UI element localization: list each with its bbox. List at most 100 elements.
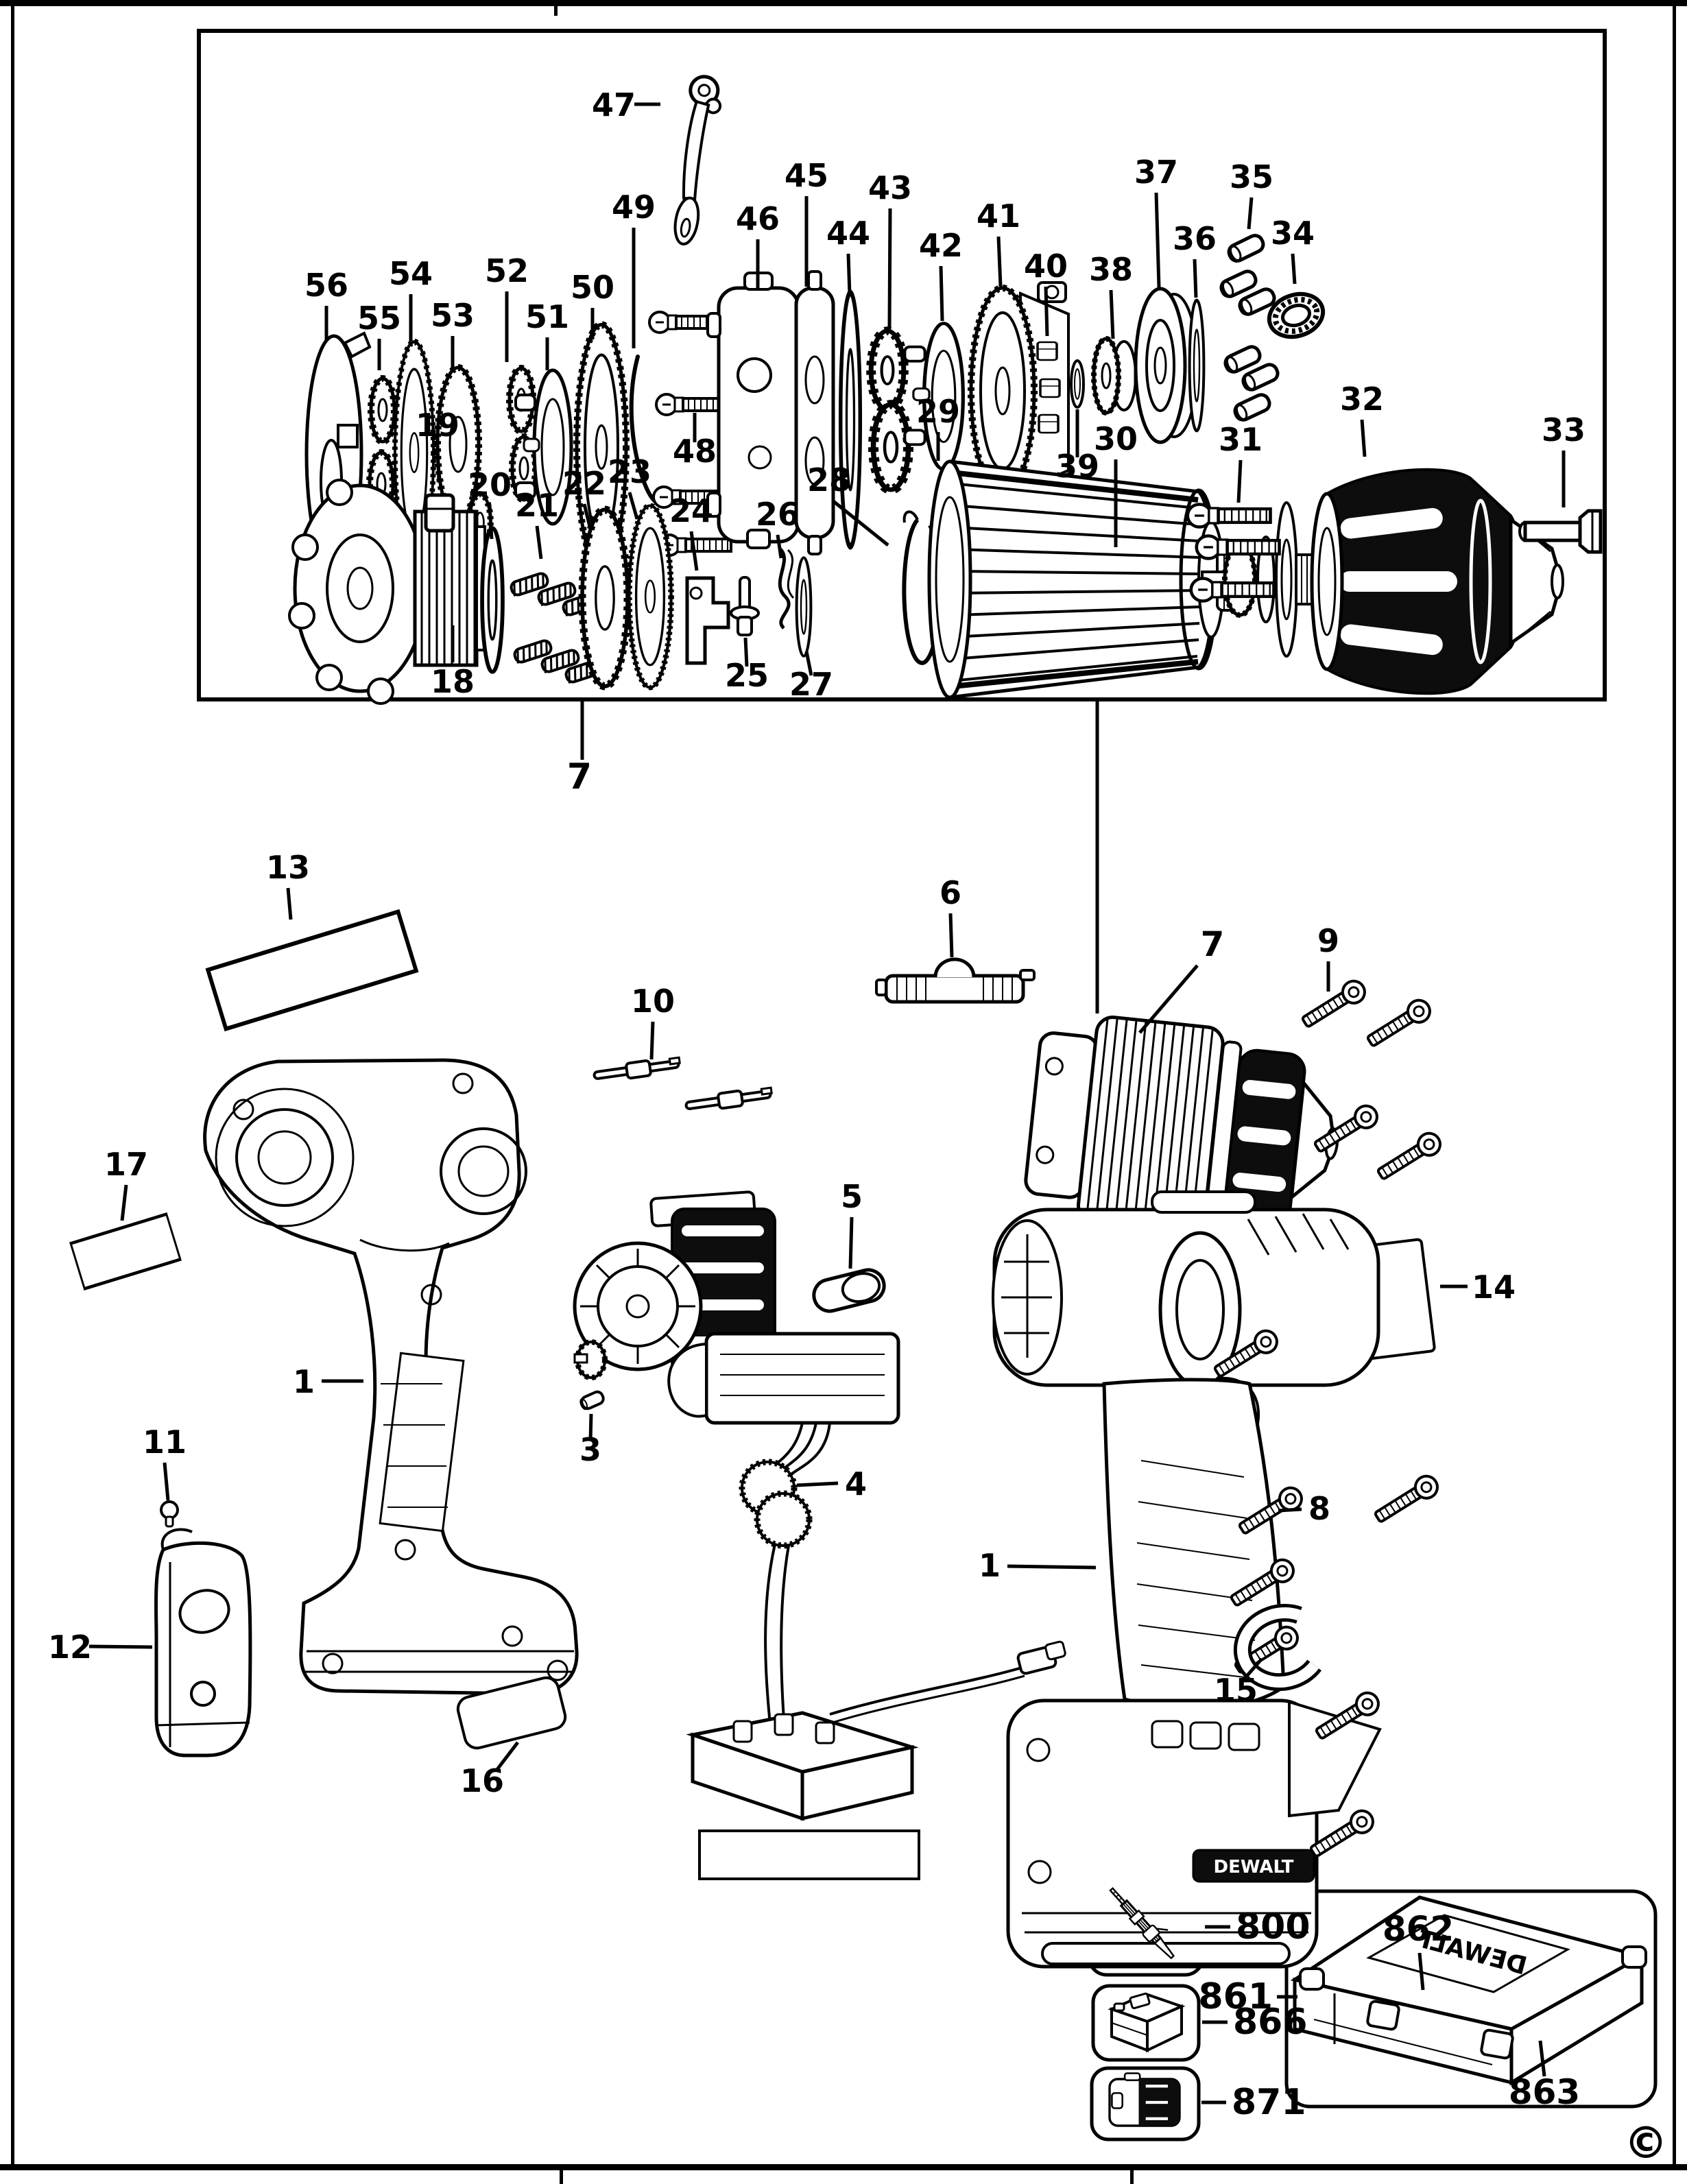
leader-13-40 [286,887,293,920]
part-label-11: 11 [143,1424,187,1461]
leader-1-52 [1007,1564,1097,1570]
part-label-863: 863 [1509,2072,1580,2112]
frame-bar-6 [1673,3,1676,2167]
leader-28-32 [831,499,889,547]
part-label-37: 37 [1134,154,1178,191]
part-9-screw-b [1363,994,1435,1053]
part-5-button [811,1267,887,1315]
leader-11-53 [163,1462,170,1501]
frame-bar-1 [554,6,558,16]
frame-bar-5 [11,3,14,2167]
part-17-label [71,1214,180,1289]
leader-35-21 [1247,197,1254,230]
leader-32-37 [1360,419,1367,457]
leader-21-25 [535,525,543,560]
part-20-washer [482,528,503,672]
leader-38-18 [1109,289,1115,339]
leader-31-36 [1236,459,1243,503]
leader-4-50 [796,1481,839,1487]
leader-22-26 [582,503,593,530]
leader-3-49 [588,1413,593,1441]
part-40-block-c [1038,413,1060,434]
part-11-screw [160,1500,179,1528]
part-label-7: 7 [1201,924,1225,964]
part-label-871: 871 [1232,2082,1306,2123]
part-label-34: 34 [1271,215,1315,252]
part-24-spindle-lock [687,578,728,663]
part-label-54: 54 [389,255,433,292]
leader-20-24 [488,505,494,540]
frame-bar-0 [0,0,1687,6]
part-43-gear-b [874,405,909,490]
part-label-52: 52 [485,252,529,289]
part-1-housing-left [205,1060,577,1694]
part-label-44: 44 [826,215,870,252]
part-55-pinion-a [371,379,394,442]
part-10-rod-b [684,1085,774,1115]
part-label-24: 24 [669,492,713,529]
copyright-symbol: © [1624,2118,1668,2169]
part-871-battery [1110,2074,1180,2126]
part-label-1: 1 [293,1363,315,1400]
part-8-screw-c [1370,1470,1443,1528]
part-40-block-a [1036,341,1058,361]
part-26-wave-washer [780,549,793,628]
part-label-12: 12 [48,1629,92,1666]
part-label-29: 29 [916,393,960,430]
part-6-selector [876,959,1034,1002]
part-label-56: 56 [304,267,348,304]
leader-863-62 [1538,2040,1546,2077]
part-31-screw-c [1191,579,1274,601]
part-label-866: 866 [1233,2002,1308,2043]
leader-17-41 [120,1184,128,1221]
leader-12-54 [88,1644,153,1649]
leader-43-13 [887,208,892,328]
leader-24-28 [689,531,699,571]
part-label-51: 51 [525,298,569,335]
part-4-switch-assembly [669,1334,1066,1879]
leader-34-22 [1291,253,1297,285]
leader-44-12 [846,253,852,296]
part-label-32: 32 [1340,381,1384,418]
part-label-41: 41 [977,197,1020,235]
part-label-3: 3 [579,1431,601,1468]
part-12-belt-clip [156,1529,250,1755]
part-label-40: 40 [1024,248,1068,285]
frame-bar-3 [560,2170,563,2184]
part-label-26: 26 [756,496,800,533]
leader-25-29 [743,637,749,667]
part-label-55: 55 [357,300,401,337]
leader-10-42 [649,1021,655,1060]
leader-36-20 [1193,259,1198,298]
part-32-chuck [1312,470,1563,694]
frame-bar-2 [0,2164,1687,2170]
part-label-46: 46 [736,200,780,237]
part-label-800: 800 [1236,1906,1311,1947]
part-10-rod-a [592,1055,682,1085]
part-label-47: 47 [592,86,636,123]
part-22-clutch-gear [582,509,627,686]
leader-26-30 [776,534,783,559]
gearbox-parts-box [197,29,1607,701]
part-label-50: 50 [571,269,614,306]
part-9-screw-d [1373,1127,1446,1186]
part-label-19: 19 [416,407,459,444]
part-label-48: 48 [673,433,717,470]
part-label-39: 39 [1055,448,1099,485]
part-13-label [208,912,416,1029]
part-label-10: 10 [631,983,675,1020]
part-label-861: 861 [1198,1976,1273,2017]
part-label-20: 20 [468,466,512,503]
part-label-43: 43 [868,169,912,206]
part-36-washer [1190,300,1204,431]
part-40-block-b [1039,378,1061,398]
part-label-53: 53 [431,297,475,334]
part-25-pin [730,576,760,636]
part-label-21: 21 [515,487,559,524]
part-45-plate [796,272,833,554]
part-39-oring [1070,359,1085,409]
part-label-33: 33 [1542,411,1586,448]
part-label-49: 49 [612,189,656,226]
part-3-pin [577,1389,607,1413]
